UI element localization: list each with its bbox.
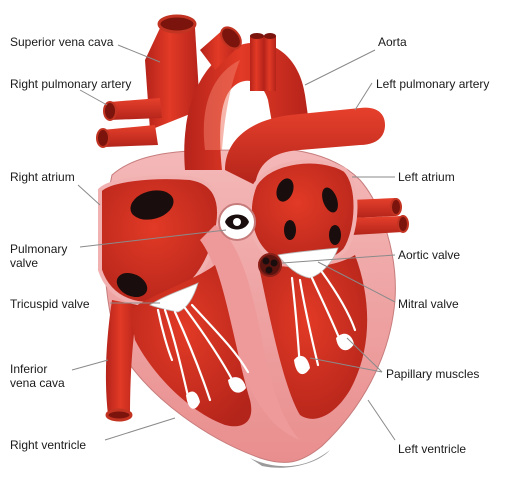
label-papillary-muscles: Papillary muscles bbox=[386, 367, 480, 381]
right-pulmonary-artery-upper bbox=[110, 98, 162, 120]
ra-opening-upper bbox=[130, 190, 174, 220]
aorta-branch-1 bbox=[250, 36, 264, 91]
leader-papillary-2 bbox=[346, 337, 383, 373]
label-right-atrium: Right atrium bbox=[10, 170, 75, 184]
aorta-branch-1-opening bbox=[250, 33, 264, 39]
leader-lv bbox=[367, 399, 396, 441]
lpv-upper-opening bbox=[390, 198, 402, 216]
label-left-ventricle: Left ventricle bbox=[398, 442, 467, 456]
aorta-branch-2-opening bbox=[264, 33, 276, 39]
la-opening-3 bbox=[284, 220, 296, 240]
label-superior-vena-cava: Superior vena cava bbox=[10, 35, 114, 49]
pulmonary-trunk bbox=[225, 107, 385, 185]
right-atrium bbox=[98, 175, 221, 306]
aortic-valve-cusp-3 bbox=[265, 266, 273, 274]
label-tricuspid-valve: Tricuspid valve bbox=[10, 297, 90, 311]
leader-svc bbox=[117, 44, 161, 63]
leader-ra bbox=[77, 184, 101, 206]
leader-lpa bbox=[354, 82, 373, 111]
label-left-atrium: Left atrium bbox=[398, 170, 455, 184]
label-right-pulmonary-artery: Right pulmonary artery bbox=[10, 77, 132, 91]
label-inferior-vena-cava-line1: Inferior bbox=[10, 362, 48, 376]
la-opening-4 bbox=[329, 225, 341, 245]
svc-opening bbox=[157, 14, 197, 34]
rpa-lower-opening bbox=[96, 128, 110, 148]
ivc-opening bbox=[105, 408, 133, 422]
inferior-vena-cava bbox=[105, 300, 138, 415]
la-opening-1 bbox=[276, 178, 294, 202]
label-right-ventricle: Right ventricle bbox=[10, 438, 87, 452]
ra-opening-lower bbox=[116, 272, 148, 298]
leader-aortic-valve bbox=[281, 254, 396, 264]
leader-rpa bbox=[79, 89, 108, 106]
brachio-opening bbox=[220, 26, 242, 50]
leader-lines bbox=[71, 44, 396, 441]
leader-ivc bbox=[71, 359, 109, 371]
right-chordae-tendineae bbox=[156, 303, 250, 407]
la-opening-2 bbox=[322, 187, 338, 213]
leader-aorta bbox=[304, 49, 376, 86]
label-left-pulmonary-artery: Left pulmonary artery bbox=[376, 77, 490, 91]
interventricular-septum bbox=[200, 225, 300, 440]
left-pulmonary-vein-lower bbox=[350, 216, 403, 235]
rpa-upper-opening bbox=[103, 101, 117, 121]
left-pulmonary-vein-upper bbox=[350, 198, 396, 218]
lpv-lower-opening bbox=[397, 215, 409, 233]
pulmonary-valve-center bbox=[233, 218, 241, 226]
label-aorta: Aorta bbox=[378, 35, 407, 49]
label-pulmonary-valve-line2: valve bbox=[10, 256, 39, 270]
leader-papillary-1 bbox=[309, 357, 383, 373]
tricuspid-valve bbox=[149, 282, 199, 313]
aortic-valve-cusp-2 bbox=[270, 259, 278, 267]
left-ventricle bbox=[258, 255, 368, 419]
leader-rv bbox=[104, 417, 176, 441]
label-inferior-vena-cava-line2: vena cava bbox=[10, 376, 65, 390]
label-aortic-valve: Aortic valve bbox=[398, 248, 461, 262]
aorta-highlight bbox=[203, 60, 240, 150]
leader-mitral bbox=[317, 261, 396, 303]
label-mitral-valve: Mitral valve bbox=[398, 297, 459, 311]
left-atrium bbox=[247, 159, 358, 267]
right-papillary-muscle bbox=[186, 377, 246, 409]
label-pulmonary-valve-line1: Pulmonary bbox=[10, 242, 68, 256]
aorta-branch-2 bbox=[264, 36, 276, 91]
right-pulmonary-artery-lower bbox=[102, 125, 158, 147]
leader-pulm-valve bbox=[79, 229, 227, 248]
aortic-valve-cusp-1 bbox=[262, 257, 270, 265]
left-papillary-muscle bbox=[294, 333, 354, 375]
